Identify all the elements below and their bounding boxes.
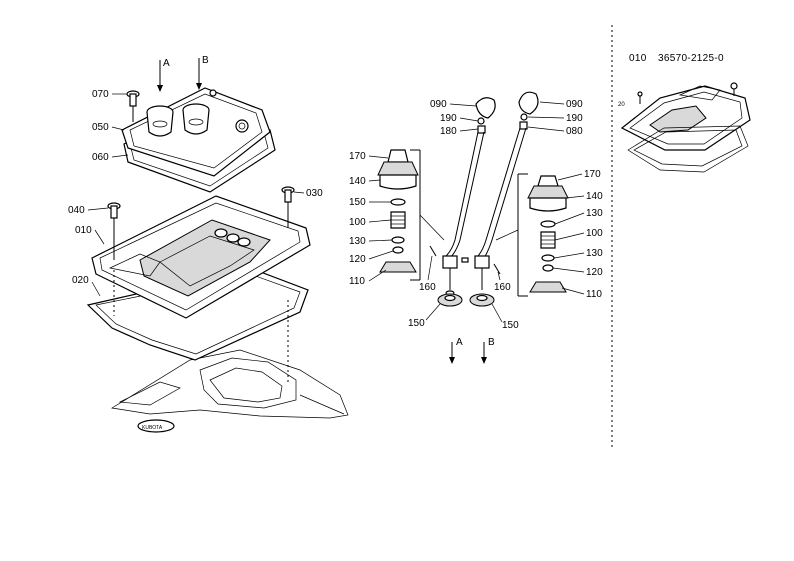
svg-text:KUBOTA: KUBOTA <box>142 425 163 431</box>
thumbnail-assembly: 20 <box>618 82 751 173</box>
center-callouts: 090 190 180 090 190 080 170 140 150 100 … <box>349 99 603 348</box>
callout-130-right-bottom: 130 <box>586 248 603 259</box>
callout-100-left: 100 <box>349 217 366 228</box>
callout-120-right: 120 <box>586 267 603 278</box>
gearbox-cover-assembly: KUBOTA <box>86 55 349 433</box>
callout-150-right: 150 <box>502 320 519 331</box>
callout-110-right: 110 <box>586 289 602 300</box>
callout-160-right: 160 <box>494 282 511 293</box>
shift-lever-b <box>469 91 539 364</box>
callout-060: 060 <box>92 152 109 163</box>
shift-lever-a <box>429 97 496 364</box>
callout-150-left: 150 <box>408 318 425 329</box>
callout-130-right-top: 130 <box>586 208 603 219</box>
callout-010: 010 <box>75 225 92 236</box>
callout-170-right: 170 <box>584 169 601 180</box>
boot-stack-left <box>377 149 445 281</box>
header-ref-number: 010 <box>629 53 647 64</box>
callout-150-top-left: 150 <box>349 197 366 208</box>
callout-110-left: 110 <box>349 276 365 287</box>
callout-140-left: 140 <box>349 176 366 187</box>
arrow-label-b-top: B <box>202 55 209 66</box>
header-part-number: 36570-2125-0 <box>658 53 724 64</box>
callout-050: 050 <box>92 122 109 133</box>
callout-190-right: 190 <box>566 113 583 124</box>
callout-030: 030 <box>306 188 323 199</box>
callout-120-left: 120 <box>349 254 366 265</box>
callout-070: 070 <box>92 89 109 100</box>
svg-text:20: 20 <box>618 102 625 108</box>
callout-190-left: 190 <box>440 113 457 124</box>
arrow-label-a-bottom: A <box>456 337 463 348</box>
manufacturer-stamp <box>137 419 175 433</box>
left-callouts: 070 050 060 040 010 020 030 <box>68 89 323 297</box>
boot-stack-right <box>495 173 569 297</box>
callout-090-left: 090 <box>430 99 447 110</box>
callout-090-right: 090 <box>566 99 583 110</box>
callout-080: 080 <box>566 126 583 137</box>
callout-180-left: 180 <box>440 126 457 137</box>
callout-040: 040 <box>68 205 85 216</box>
callout-170-left: 170 <box>349 151 366 162</box>
callout-140-right: 140 <box>586 191 603 202</box>
arrow-label-a-top: A <box>163 58 170 69</box>
callout-160-left: 160 <box>419 282 436 293</box>
callout-020: 020 <box>72 275 89 286</box>
callout-100-right: 100 <box>586 228 603 239</box>
arrow-label-b-bottom: B <box>488 337 495 348</box>
callout-130-left: 130 <box>349 236 366 247</box>
